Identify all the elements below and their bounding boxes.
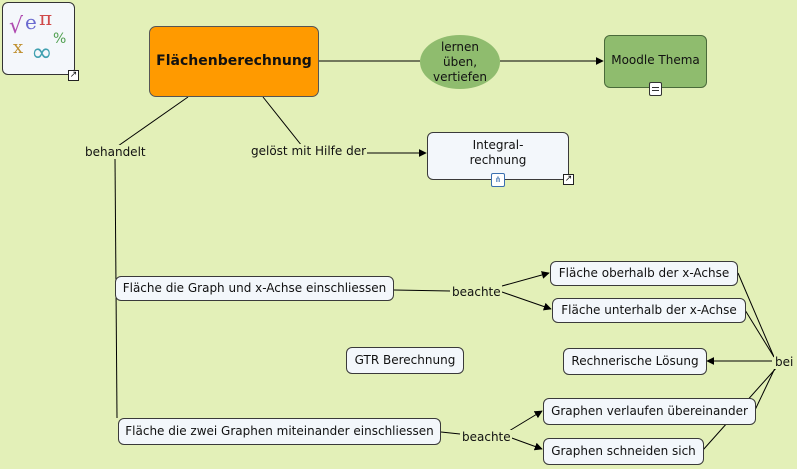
submap-tree-icon[interactable]: ⋔ [491,173,505,187]
schneiden-label: Graphen schneiden sich [551,444,696,458]
uebereinander-label: Graphen verlaufen übereinander [551,404,748,418]
line-zwei-beachte [440,431,461,435]
integral-label-line1: Integral- [472,138,524,152]
svg-text:π: π [39,6,52,30]
moodle-label: Moodle Thema [611,53,700,67]
link-label-beachte-1: beachte [451,285,502,299]
line-main-geloest [262,96,303,147]
line-main-behandelt [117,96,189,147]
line-beachte-unterhalb [501,291,552,311]
svg-text:%: % [53,31,66,47]
svg-text:x: x [13,37,23,58]
flaeche-unterhalb-node[interactable]: Fläche unterhalb der x-Achse [552,298,746,323]
graphen-uebereinander-node[interactable]: Graphen verlaufen übereinander [543,398,756,425]
line-beachte-schneiden [508,436,543,451]
rechnerisch-label: Rechnerische Lösung [571,354,699,368]
logo-node[interactable]: √ e π x ∞ % [2,2,75,75]
svg-text:e: e [25,10,37,34]
svg-text:√: √ [9,14,24,39]
oval-label: lernen üben, vertiefen [432,39,488,84]
line-flaechex-beachte [393,289,451,292]
line-oberhalb-bei [737,272,775,358]
flaeche-oberhalb-node[interactable]: Fläche oberhalb der x-Achse [550,261,738,286]
note-document-icon[interactable] [649,82,662,96]
main-topic-label: Flächenberechnung [156,53,312,69]
integral-rechnung-node[interactable]: Integral- rechnung [427,132,569,180]
link-label-geloest: gelöst mit Hilfe der [250,144,368,158]
oval-lernen-ueben[interactable]: lernen üben, vertiefen [420,35,500,89]
math-symbols-logo-icon: √ e π x ∞ % [9,6,66,68]
link-label-bei: bei [774,355,795,369]
link-label-beachte-2: beachte [461,430,512,444]
integral-label-line2: rechnung [469,153,527,167]
rechnerische-loesung-node[interactable]: Rechnerische Lösung [563,348,707,375]
link-label-behandelt: behandelt [84,145,147,159]
line-unterhalb-bei [744,309,775,358]
line-uebereinander-bei [754,365,777,411]
flaeche-zwei-graphen-node[interactable]: Fläche die zwei Graphen miteinander eins… [118,418,441,445]
zwei-graphen-label: Fläche die zwei Graphen miteinander eins… [125,424,434,438]
svg-text:∞: ∞ [31,38,53,68]
flaeche-x-label: Fläche die Graph und x-Achse einschliess… [122,281,387,295]
gtr-label: GTR Berechnung [354,353,456,367]
shortcut-arrow-icon[interactable]: ↗ [68,70,79,81]
gtr-berechnung-node[interactable]: GTR Berechnung [346,347,464,374]
graphen-schneiden-node[interactable]: Graphen schneiden sich [543,438,704,465]
unterhalb-label: Fläche unterhalb der x-Achse [561,303,737,317]
main-topic-flaechenberechnung[interactable]: Flächenberechnung [149,26,319,97]
line-beachte-oberhalb [501,271,550,287]
oberhalb-label: Fläche oberhalb der x-Achse [558,266,730,280]
flaeche-graph-x-achse-node[interactable]: Fläche die Graph und x-Achse einschliess… [115,276,394,301]
line-beachte-uebereinander [508,410,543,432]
moodle-thema-node[interactable]: Moodle Thema [604,35,707,88]
shortcut-arrow-icon[interactable]: ↗ [563,174,574,185]
